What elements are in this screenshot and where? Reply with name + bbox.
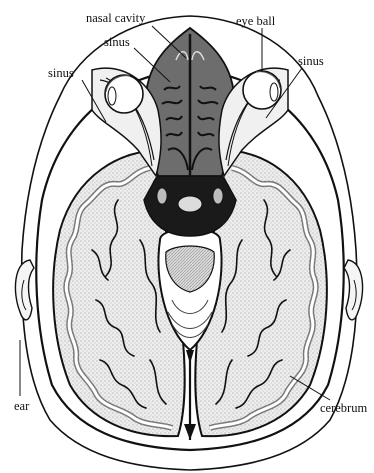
label-eye-ball: eye ball bbox=[236, 14, 276, 28]
right-eyeball bbox=[243, 71, 281, 109]
label-nasal-cavity: nasal cavity bbox=[86, 11, 146, 25]
label-cerebrum: cerebrum bbox=[320, 401, 367, 415]
skull-base bbox=[144, 171, 236, 237]
label-ear: ear bbox=[14, 399, 30, 413]
label-sinus-right: sinus bbox=[298, 54, 324, 68]
left-eyeball bbox=[105, 75, 143, 113]
label-sinus-top: sinus bbox=[104, 35, 130, 49]
label-sinus-left: sinus bbox=[48, 66, 74, 80]
